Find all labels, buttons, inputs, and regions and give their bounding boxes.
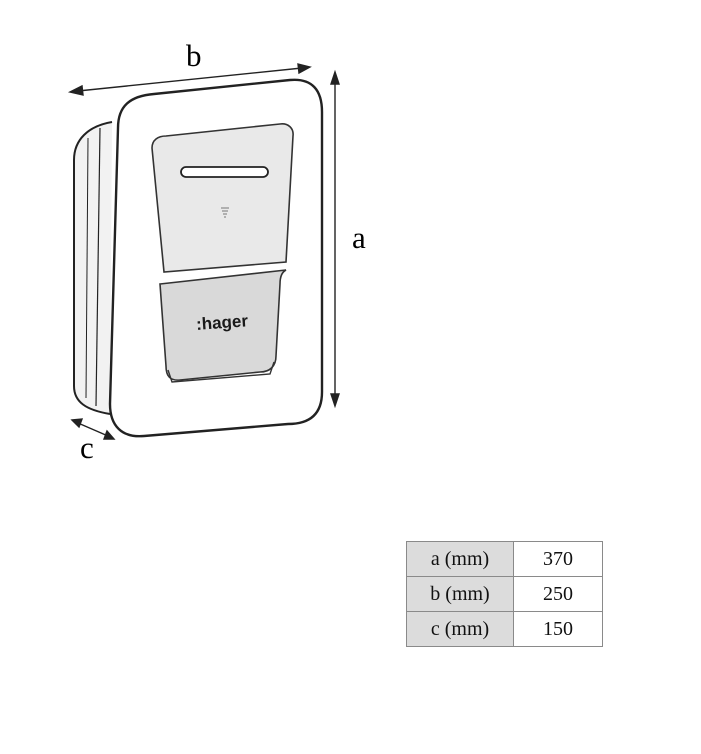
dimension-name-cell: c (mm) bbox=[406, 611, 514, 647]
dimension-name-cell: b (mm) bbox=[406, 576, 514, 612]
charger-side-body bbox=[73, 121, 113, 415]
dimension-label-a: a bbox=[352, 220, 366, 255]
dimension-value-cell: 250 bbox=[513, 576, 603, 612]
table-row: a (mm) 370 bbox=[406, 541, 603, 577]
dimension-b-arrow bbox=[67, 63, 312, 96]
socket-cover-bottom-lip bbox=[167, 361, 275, 383]
dimension-label-c: c bbox=[80, 430, 94, 465]
dimension-label-b: b bbox=[186, 38, 202, 73]
brand-logo: :hager bbox=[195, 311, 249, 334]
dimension-value-cell: 150 bbox=[513, 611, 603, 647]
upper-face-panel bbox=[151, 123, 294, 273]
table-row: b (mm) 250 bbox=[406, 576, 603, 612]
status-icon bbox=[221, 207, 229, 218]
dimension-name-cell: a (mm) bbox=[406, 541, 514, 577]
led-indicator-strip bbox=[180, 166, 269, 178]
dimension-value-cell: 370 bbox=[513, 541, 603, 577]
dimension-c-arrow bbox=[70, 418, 116, 440]
table-row: c (mm) 150 bbox=[406, 611, 603, 647]
dimensions-table: a (mm) 370 b (mm) 250 c (mm) 150 bbox=[406, 541, 603, 647]
dimension-a-arrow bbox=[330, 69, 340, 409]
